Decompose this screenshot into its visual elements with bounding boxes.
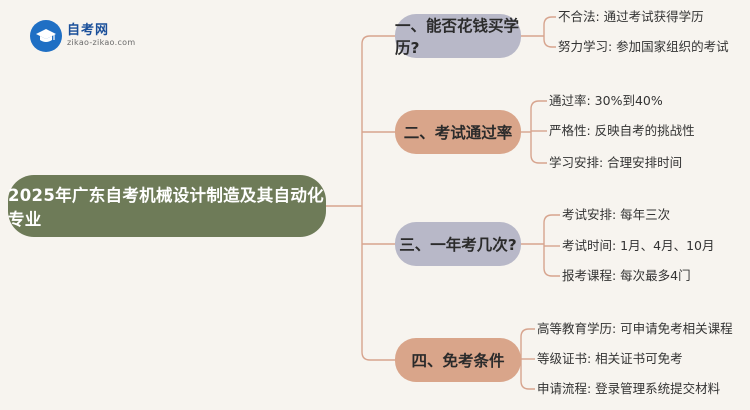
connector-line xyxy=(530,154,547,164)
root-topic: 2025年广东自考机械设计制造及其自动化专业 xyxy=(8,175,326,237)
leaf-study-plan: 学习安排: 合理安排时间 xyxy=(549,155,683,170)
leaf-application-process: 申请流程: 登录管理系统提交材料 xyxy=(537,381,721,396)
connector-line xyxy=(361,351,395,361)
site-logo[interactable]: 自考网 zikao-zikao.com xyxy=(30,18,140,54)
leaf-higher-education: 高等教育学历: 可申请免考相关课程 xyxy=(537,321,733,336)
leaf-pass-rate: 通过率: 30%到40% xyxy=(549,93,663,108)
connector-line xyxy=(530,100,547,110)
leaf-study-hard: 努力学习: 参加国家组织的考试 xyxy=(558,39,729,54)
logo-name: 自考网 xyxy=(67,23,110,38)
connector-line xyxy=(543,38,556,48)
connector-line xyxy=(543,267,560,277)
connector-line xyxy=(520,380,535,390)
branch-exemption: 四、免考条件 xyxy=(395,338,521,382)
graduation-cap-icon xyxy=(30,20,62,52)
leaf-course-limit: 报考课程: 每次最多4门 xyxy=(562,268,691,283)
connector-line xyxy=(520,328,535,338)
leaf-illegal: 不合法: 通过考试获得学历 xyxy=(558,9,704,24)
connector-line xyxy=(543,16,556,26)
leaf-exam-schedule: 考试安排: 每年三次 xyxy=(562,207,671,222)
connector-line xyxy=(543,214,560,224)
branch-legality: 一、能否花钱买学历? xyxy=(395,14,521,58)
leaf-strictness: 严格性: 反映自考的挑战性 xyxy=(549,123,695,138)
leaf-certificates: 等级证书: 相关证书可免考 xyxy=(537,351,683,366)
branch-exam-frequency: 三、一年考几次? xyxy=(395,222,521,266)
logo-url: zikao-zikao.com xyxy=(67,38,136,47)
connector-line xyxy=(361,35,395,45)
branch-pass-rate: 二、考试通过率 xyxy=(395,110,521,154)
leaf-exam-months: 考试时间: 1月、4月、10月 xyxy=(562,238,715,253)
